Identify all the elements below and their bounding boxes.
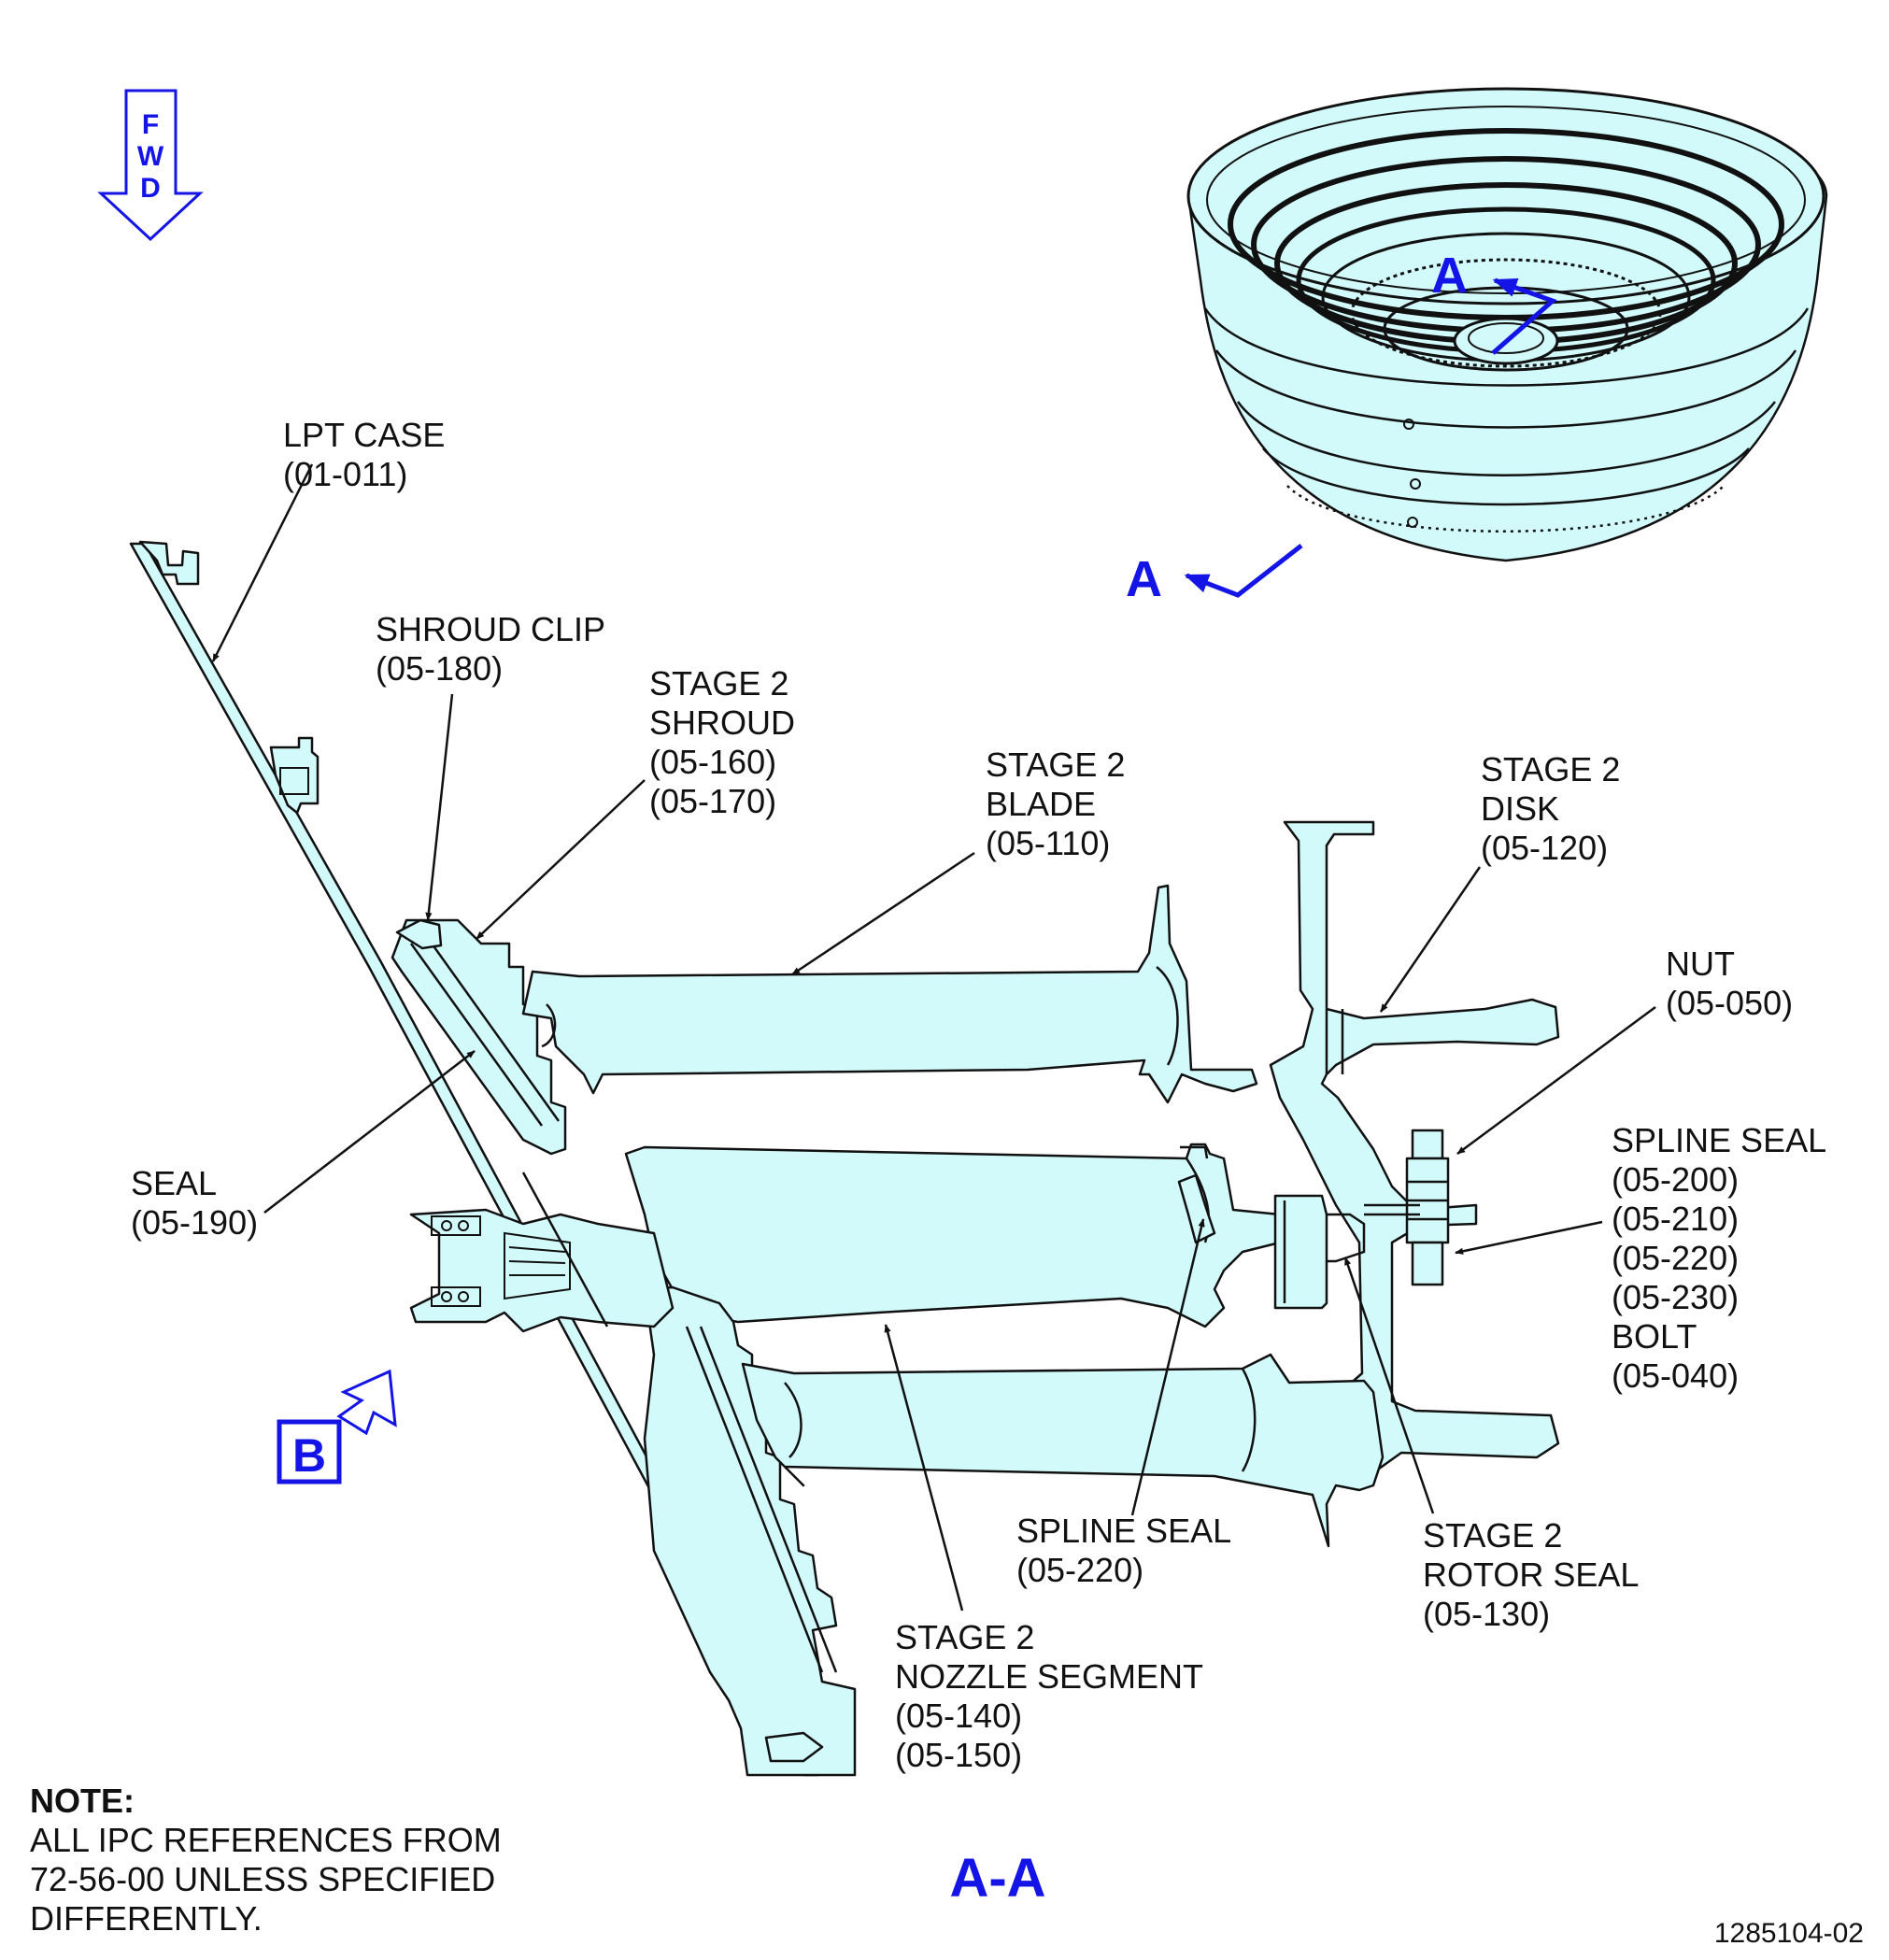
svg-text:(05-200): (05-200) (1612, 1160, 1739, 1199)
svg-text:(05-220): (05-220) (1612, 1239, 1739, 1277)
label-stage2-rotor-seal: STAGE 2 ROTOR SEAL (05-130) (1423, 1516, 1639, 1633)
svg-text:ROTOR SEAL: ROTOR SEAL (1423, 1555, 1639, 1594)
label-stage2-nozzle: STAGE 2 NOZZLE SEGMENT (05-140) (05-150) (895, 1618, 1203, 1774)
section-title: A-A (949, 1848, 1045, 1909)
view-b-letter: B (292, 1429, 326, 1482)
svg-text:SEAL: SEAL (131, 1164, 217, 1202)
label-stage2-blade: STAGE 2 BLADE (05-110) (986, 746, 1125, 862)
svg-text:STAGE 2: STAGE 2 (649, 664, 788, 703)
label-seal: SEAL (05-190) (131, 1164, 258, 1242)
label-nut: NUT (05-050) (1666, 944, 1793, 1022)
svg-text:(05-210): (05-210) (1612, 1200, 1739, 1238)
section-letter-a-left: A (1126, 551, 1162, 607)
label-shroud-clip: SHROUD CLIP (05-180) (376, 610, 605, 688)
svg-text:(05-050): (05-050) (1666, 984, 1793, 1022)
stage2-rotor-seal (1273, 1194, 1328, 1310)
svg-text:(05-190): (05-190) (131, 1203, 258, 1242)
svg-text:DISK: DISK (1481, 789, 1559, 828)
svg-text:NUT: NUT (1666, 944, 1735, 983)
svg-text:NOZZLE SEGMENT: NOZZLE SEGMENT (895, 1657, 1203, 1696)
svg-text:BLADE: BLADE (986, 785, 1096, 823)
fwd-direction-arrow: F W D (97, 89, 204, 242)
svg-text:(05-220): (05-220) (1016, 1551, 1143, 1589)
svg-text:(05-170): (05-170) (649, 782, 776, 820)
svg-text:SHROUD: SHROUD (649, 703, 795, 742)
label-spline-seal-bolt: SPLINE SEAL (05-200) (05-210) (05-220) (… (1612, 1121, 1826, 1395)
svg-text:(05-230): (05-230) (1612, 1278, 1739, 1316)
svg-text:LPT CASE: LPT CASE (283, 416, 445, 454)
svg-text:STAGE 2: STAGE 2 (986, 746, 1125, 784)
svg-text:STAGE 2: STAGE 2 (1423, 1516, 1562, 1555)
svg-text:(01-011): (01-011) (283, 455, 407, 493)
svg-text:(05-120): (05-120) (1481, 829, 1608, 867)
fwd-letter-f: F (142, 109, 159, 140)
svg-text:SPLINE SEAL: SPLINE SEAL (1016, 1512, 1231, 1550)
section-cut-arrow-a: A (1126, 544, 1303, 607)
svg-text:STAGE 2: STAGE 2 (1481, 750, 1620, 788)
note-title: NOTE: (30, 1782, 135, 1820)
svg-text:(05-130): (05-130) (1423, 1595, 1550, 1633)
label-lpt-case: LPT CASE (01-011) (283, 416, 445, 493)
svg-text:(05-160): (05-160) (649, 743, 776, 781)
stage2-blade (521, 884, 1258, 1104)
svg-text:(05-110): (05-110) (986, 824, 1110, 862)
note-line-2: 72-56-00 UNLESS SPECIFIED (30, 1860, 495, 1898)
section-letter-a-top: A (1431, 248, 1468, 304)
label-stage2-disk: STAGE 2 DISK (05-120) (1481, 750, 1620, 867)
svg-text:SHROUD CLIP: SHROUD CLIP (376, 610, 605, 648)
svg-text:(05-150): (05-150) (895, 1736, 1022, 1774)
seal-strip (521, 1172, 609, 1328)
spline-seal-clip (1177, 1173, 1216, 1244)
label-stage2-shroud: STAGE 2 SHROUD (05-160) (05-170) (649, 664, 795, 820)
cross-section-drawing (129, 540, 1560, 1777)
fwd-letter-d: D (140, 173, 161, 204)
svg-text:SPLINE SEAL: SPLINE SEAL (1612, 1121, 1826, 1159)
view-b-marker: B (277, 1369, 397, 1484)
label-spline-seal-bottom: SPLINE SEAL (05-220) (1016, 1512, 1231, 1589)
lpt-case-isometric-view: A (1186, 87, 1828, 562)
note-line-3: DIFFERENTLY. (30, 1899, 263, 1938)
figure-number: 1285104-02 (1714, 1918, 1864, 1949)
svg-text:(05-140): (05-140) (895, 1697, 1022, 1735)
svg-text:(05-040): (05-040) (1612, 1356, 1739, 1395)
bolt-nut-assembly (1364, 1129, 1450, 1286)
fwd-letter-w: W (137, 141, 164, 172)
stage2-nozzle-segment (624, 1143, 1282, 1328)
leader-lines (211, 463, 1656, 1612)
svg-text:(05-180): (05-180) (376, 649, 503, 688)
note-block: NOTE: ALL IPC REFERENCES FROM 72-56-00 U… (30, 1782, 502, 1938)
svg-text:BOLT: BOLT (1612, 1317, 1697, 1356)
note-line-1: ALL IPC REFERENCES FROM (30, 1821, 502, 1859)
svg-text:STAGE 2: STAGE 2 (895, 1618, 1034, 1656)
